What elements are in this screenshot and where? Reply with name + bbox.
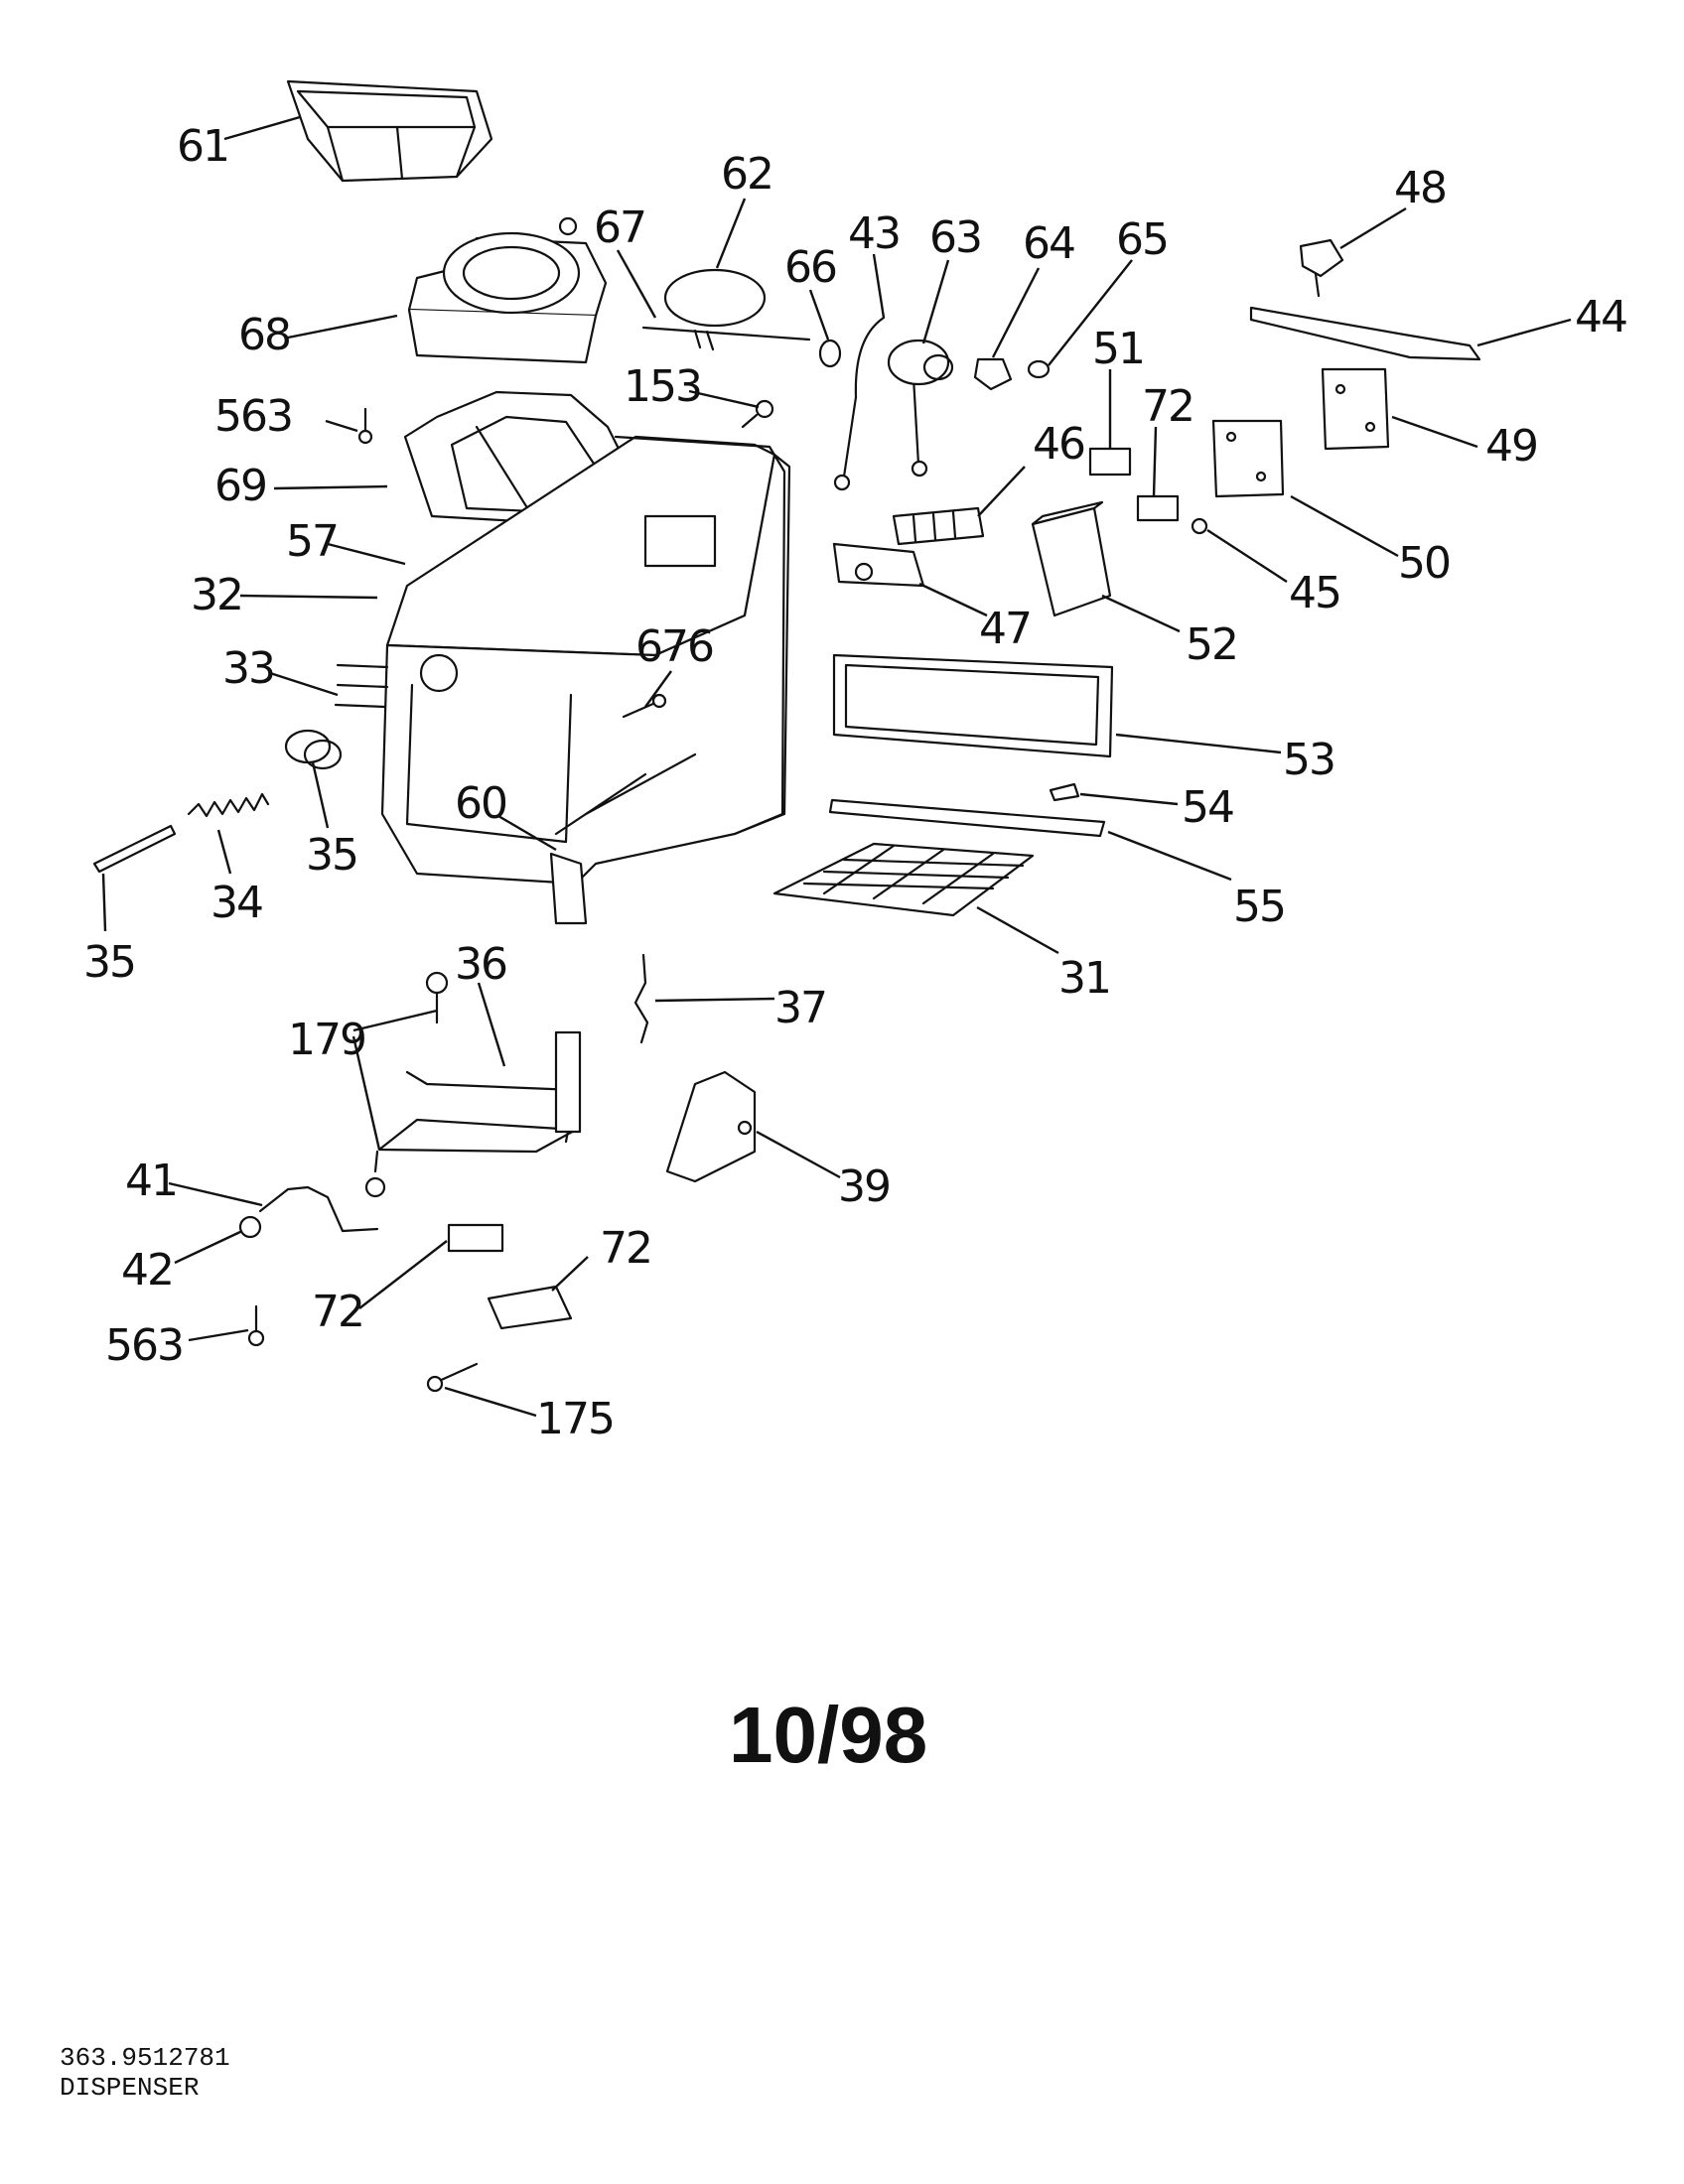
callout-63: 63 — [929, 212, 981, 263]
part-563-screw-top — [357, 407, 373, 445]
callout-54: 54 — [1182, 782, 1233, 833]
part-65-nut — [1027, 359, 1051, 379]
part-43-cable — [833, 316, 928, 491]
callout-68: 68 — [238, 310, 290, 360]
part-64-gear — [973, 357, 1013, 391]
part-563-screw-lower — [247, 1304, 265, 1347]
callout-41: 41 — [125, 1156, 177, 1206]
part-67-rod — [641, 326, 811, 351]
part-33-fittings — [334, 653, 459, 709]
callout-34: 34 — [210, 878, 262, 928]
part-676-screw — [622, 693, 667, 719]
part-35-pin — [92, 824, 177, 874]
part-39-bracket — [665, 1070, 757, 1183]
callout-72-upper: 72 — [1142, 381, 1193, 432]
callout-67: 67 — [594, 203, 645, 253]
callout-69: 69 — [214, 461, 266, 511]
callout-48: 48 — [1394, 163, 1446, 213]
part-36-bracket — [373, 971, 582, 1173]
part-49-plate — [1321, 367, 1390, 451]
part-153-screw — [741, 399, 774, 429]
part-37-wire — [633, 953, 649, 1044]
callout-60: 60 — [455, 778, 506, 829]
part-42-nut — [238, 1215, 262, 1239]
part-72-connector — [447, 1223, 504, 1253]
callout-62: 62 — [721, 149, 772, 200]
callout-50: 50 — [1398, 538, 1450, 589]
callout-175: 175 — [536, 1394, 614, 1444]
part-63-motor — [887, 339, 954, 386]
callout-676: 676 — [635, 621, 713, 672]
part-66-washer — [818, 339, 842, 368]
part-number: 363.9512781 — [60, 2043, 230, 2073]
callout-43: 43 — [848, 208, 900, 259]
callout-72-lower-left: 72 — [312, 1287, 363, 1337]
callout-55: 55 — [1233, 882, 1285, 932]
footer-caption: 363.9512781 DISPENSER — [60, 2043, 230, 2103]
part-47-plate — [832, 542, 925, 588]
leader-lines — [101, 115, 1572, 1418]
part-46-guide — [892, 506, 985, 546]
callout-47: 47 — [979, 604, 1031, 654]
callout-46: 46 — [1033, 419, 1084, 470]
part-60-bracket — [549, 752, 697, 925]
callout-31: 31 — [1058, 953, 1110, 1004]
revision-date: 10/98 — [729, 1691, 928, 1779]
part-41-rod — [258, 1176, 386, 1233]
part-44-arm — [1249, 306, 1481, 361]
callout-61: 61 — [177, 121, 228, 172]
callout-153: 153 — [624, 361, 701, 412]
callout-45: 45 — [1289, 568, 1340, 618]
part-52-cover — [1031, 500, 1112, 617]
part-50-plate — [1211, 419, 1285, 498]
part-72-switch-lower — [487, 1285, 573, 1330]
part-175-screw — [426, 1362, 479, 1393]
callout-39: 39 — [838, 1161, 890, 1212]
callout-37: 37 — [774, 983, 826, 1033]
part-55-strip — [828, 798, 1106, 838]
callout-32: 32 — [191, 570, 242, 620]
callout-53: 53 — [1283, 735, 1334, 785]
callout-64: 64 — [1023, 218, 1074, 269]
part-53-frame — [832, 653, 1114, 758]
callout-563-lower: 563 — [105, 1320, 183, 1371]
callout-52: 52 — [1186, 619, 1237, 670]
part-54-clip — [1049, 782, 1080, 802]
callout-35-roller: 35 — [306, 830, 357, 881]
callout-51: 51 — [1092, 324, 1144, 374]
part-72-block-upper — [1136, 494, 1180, 522]
callout-179: 179 — [288, 1015, 365, 1065]
callout-57: 57 — [286, 516, 338, 567]
part-48-switch — [1299, 238, 1344, 298]
part-61-bucket — [286, 79, 493, 183]
callout-65: 65 — [1116, 214, 1168, 265]
callout-labels: 61 62 67 66 43 63 64 65 48 44 68 51 72 1… — [83, 121, 1628, 1444]
callout-44: 44 — [1575, 292, 1626, 342]
part-32-body — [380, 435, 791, 886]
callout-72-lower-right: 72 — [600, 1223, 651, 1274]
part-31-grille — [772, 842, 1035, 917]
part-51-block — [1088, 447, 1132, 477]
callout-563-upper: 563 — [214, 391, 292, 442]
callout-49: 49 — [1485, 421, 1537, 472]
callout-66: 66 — [784, 242, 836, 293]
part-34-spring — [187, 792, 270, 818]
part-62-disc — [663, 268, 767, 328]
section-title: DISPENSER — [60, 2073, 200, 2103]
part-45-nut — [1191, 517, 1208, 535]
part-68-housing — [407, 216, 608, 364]
callout-33: 33 — [222, 643, 274, 694]
part-35-roller — [284, 729, 343, 770]
callout-36: 36 — [455, 939, 506, 990]
callout-35-pin: 35 — [83, 937, 135, 988]
callout-42: 42 — [121, 1245, 173, 1296]
